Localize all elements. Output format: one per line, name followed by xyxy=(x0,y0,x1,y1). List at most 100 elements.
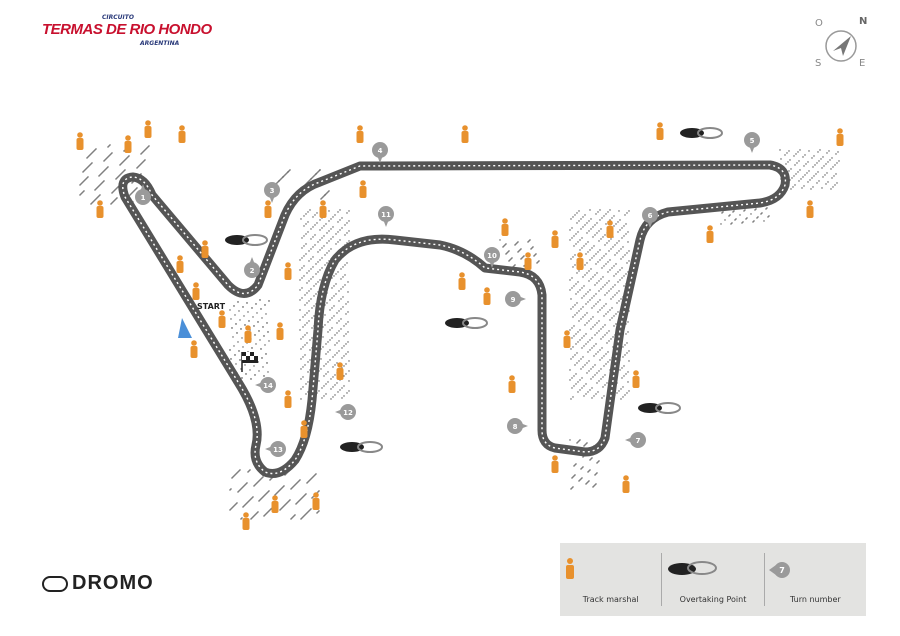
gravel-dot xyxy=(587,291,589,293)
gravel-dot xyxy=(343,365,345,367)
gravel-dot xyxy=(239,489,241,491)
gravel-dot xyxy=(575,343,577,345)
track-marshal-icon xyxy=(276,322,284,340)
gravel-dot xyxy=(585,253,587,255)
gravel-dot xyxy=(589,389,591,391)
gravel-dot xyxy=(306,282,308,284)
gravel-dot xyxy=(586,482,588,484)
gravel-dot xyxy=(609,319,611,321)
gravel-dot xyxy=(529,239,531,241)
gravel-dot xyxy=(597,251,599,253)
gravel-dot xyxy=(247,501,249,503)
gravel-dot xyxy=(581,477,583,479)
gravel-dot xyxy=(574,364,576,366)
gravel-dot xyxy=(299,479,301,481)
gravel-dot xyxy=(346,392,348,394)
gravel-dot xyxy=(335,283,337,285)
gravel-dot xyxy=(81,192,83,194)
gravel-dot xyxy=(583,345,585,347)
gravel-dot xyxy=(263,375,265,377)
gravel-dot xyxy=(611,217,613,219)
gravel-dot xyxy=(246,502,248,504)
gravel-dot xyxy=(315,293,317,295)
gravel-dot xyxy=(304,514,306,516)
gravel-dot xyxy=(586,272,588,274)
gravel-dot xyxy=(344,264,346,266)
gravel-dot xyxy=(599,249,601,251)
gravel-dot xyxy=(326,262,328,264)
turn-number: 5 xyxy=(750,137,755,145)
gravel-dot xyxy=(330,378,332,380)
gravel-dot xyxy=(92,201,94,203)
gravel-dot xyxy=(234,354,236,356)
gravel-dot xyxy=(510,258,512,260)
gravel-dot xyxy=(585,443,587,445)
gravel-dot xyxy=(308,320,310,322)
gravel-dot xyxy=(236,332,238,334)
gravel-dot xyxy=(621,267,623,269)
gravel-dot xyxy=(581,287,583,289)
gravel-dot xyxy=(601,397,603,399)
gravel-dot xyxy=(131,192,133,194)
gravel-dot xyxy=(94,149,96,151)
gravel-dot xyxy=(244,364,246,366)
gravel-dot xyxy=(303,255,305,257)
gravel-dot xyxy=(265,493,267,495)
gravel-dot xyxy=(340,278,342,280)
gravel-dot xyxy=(613,275,615,277)
gravel-dot xyxy=(569,369,571,371)
gravel-dot xyxy=(622,346,624,348)
gravel-dot xyxy=(301,287,303,289)
gravel-dot xyxy=(570,298,572,300)
gravel-dot xyxy=(797,151,799,153)
gravel-dot xyxy=(250,498,252,500)
gravel-dot xyxy=(139,164,141,166)
gravel-dot xyxy=(300,518,302,520)
gravel-dot xyxy=(618,290,620,292)
gravel-dot xyxy=(303,215,305,217)
gravel-dot xyxy=(602,336,604,338)
gravel-dot xyxy=(254,334,256,336)
gravel-dot xyxy=(304,354,306,356)
gravel-dot xyxy=(245,373,247,375)
gravel-dot xyxy=(575,383,577,385)
gravel-dot xyxy=(592,376,594,378)
gravel-dot xyxy=(301,267,303,269)
gravel-dot xyxy=(515,243,517,245)
gravel-dot xyxy=(241,487,243,489)
gravel-dot xyxy=(301,517,303,519)
gravel-dot xyxy=(598,380,600,382)
gravel-dot xyxy=(327,191,329,193)
gravel-dot xyxy=(332,226,334,228)
gravel-dot xyxy=(577,241,579,243)
gravel-dot xyxy=(237,341,239,343)
gravel-dot xyxy=(599,259,601,261)
gravel-dot xyxy=(804,154,806,156)
gravel-dot xyxy=(586,312,588,314)
gravel-dot xyxy=(242,306,244,308)
compass-south: S xyxy=(815,58,822,69)
gravel-dot xyxy=(610,288,612,290)
gravel-dot xyxy=(270,508,272,510)
turn-number: 1 xyxy=(141,194,146,202)
gravel-dot xyxy=(335,233,337,235)
gravel-dot xyxy=(623,225,625,227)
gravel-dot xyxy=(346,232,348,234)
turn-number: 8 xyxy=(513,423,518,431)
gravel-dot xyxy=(754,209,756,211)
gravel-dot xyxy=(233,345,235,347)
gravel-dot xyxy=(238,350,240,352)
gravel-dot xyxy=(597,391,599,393)
gravel-dot xyxy=(234,504,236,506)
gravel-dot xyxy=(242,506,244,508)
gravel-dot xyxy=(790,188,792,190)
gravel-dot xyxy=(760,213,762,215)
gravel-dot xyxy=(340,298,342,300)
gravel-dot xyxy=(333,285,335,287)
gravel-dot xyxy=(117,176,119,178)
gravel-dot xyxy=(334,344,336,346)
gravel-dot xyxy=(321,257,323,259)
gravel-dot xyxy=(311,497,313,499)
gravel-dot xyxy=(598,370,600,372)
